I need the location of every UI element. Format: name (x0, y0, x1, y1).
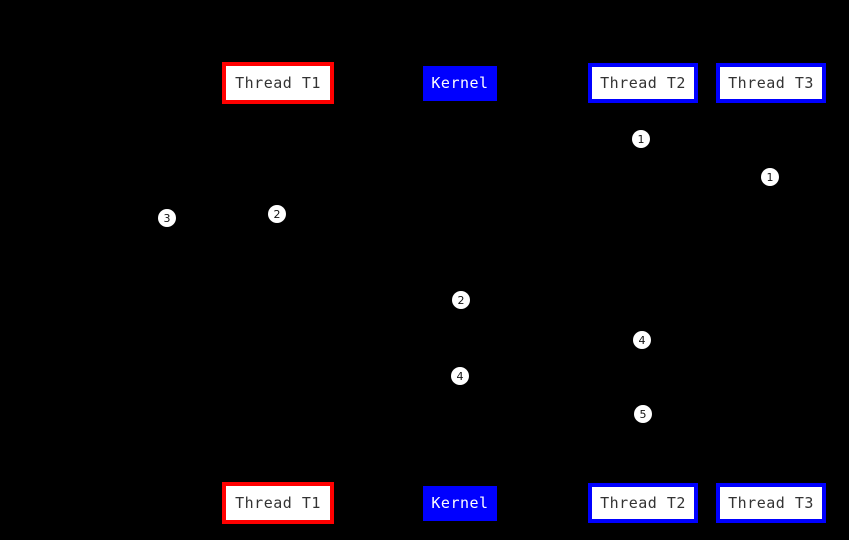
badge-t2-4: 4 (633, 331, 651, 349)
badge-t2-1: 1 (632, 130, 650, 148)
badge-t3-1: 1 (761, 168, 779, 186)
message-6 (278, 376, 460, 377)
participant-kernel-top[interactable]: Kernel (423, 66, 497, 101)
badge-t1-2: 2 (268, 205, 286, 223)
lifeline-thread-t3 (771, 103, 772, 483)
message-4 (460, 300, 643, 301)
participant-label: Thread T2 (600, 73, 686, 92)
participant-thread-t1-top[interactable]: Thread T1 (222, 62, 334, 104)
message-5 (460, 340, 643, 341)
participant-kernel-bottom[interactable]: Kernel (423, 486, 497, 521)
participant-label: Thread T1 (235, 73, 321, 92)
participant-thread-t2-bottom[interactable]: Thread T2 (588, 483, 698, 523)
participant-thread-t2-top[interactable]: Thread T2 (588, 63, 698, 103)
lifeline-thread-t2 (643, 103, 644, 483)
message-3 (278, 214, 460, 215)
participant-label: Thread T3 (728, 73, 814, 92)
message-7 (460, 414, 643, 415)
participant-thread-t3-top[interactable]: Thread T3 (716, 63, 826, 103)
badge-kernel-4: 4 (451, 367, 469, 385)
badge-t1-3: 3 (158, 209, 176, 227)
participant-label: Thread T3 (728, 493, 814, 512)
participant-label: Thread T2 (600, 493, 686, 512)
badge-kernel-2: 2 (452, 291, 470, 309)
lifeline-thread-t1 (278, 104, 279, 482)
participant-thread-t3-bottom[interactable]: Thread T3 (716, 483, 826, 523)
participant-label: Kernel (431, 494, 489, 512)
badge-t2-5: 5 (634, 405, 652, 423)
message-2 (460, 177, 771, 178)
participant-thread-t1-bottom[interactable]: Thread T1 (222, 482, 334, 524)
participant-label: Thread T1 (235, 493, 321, 512)
participant-label: Kernel (431, 74, 489, 92)
message-1 (460, 139, 643, 140)
